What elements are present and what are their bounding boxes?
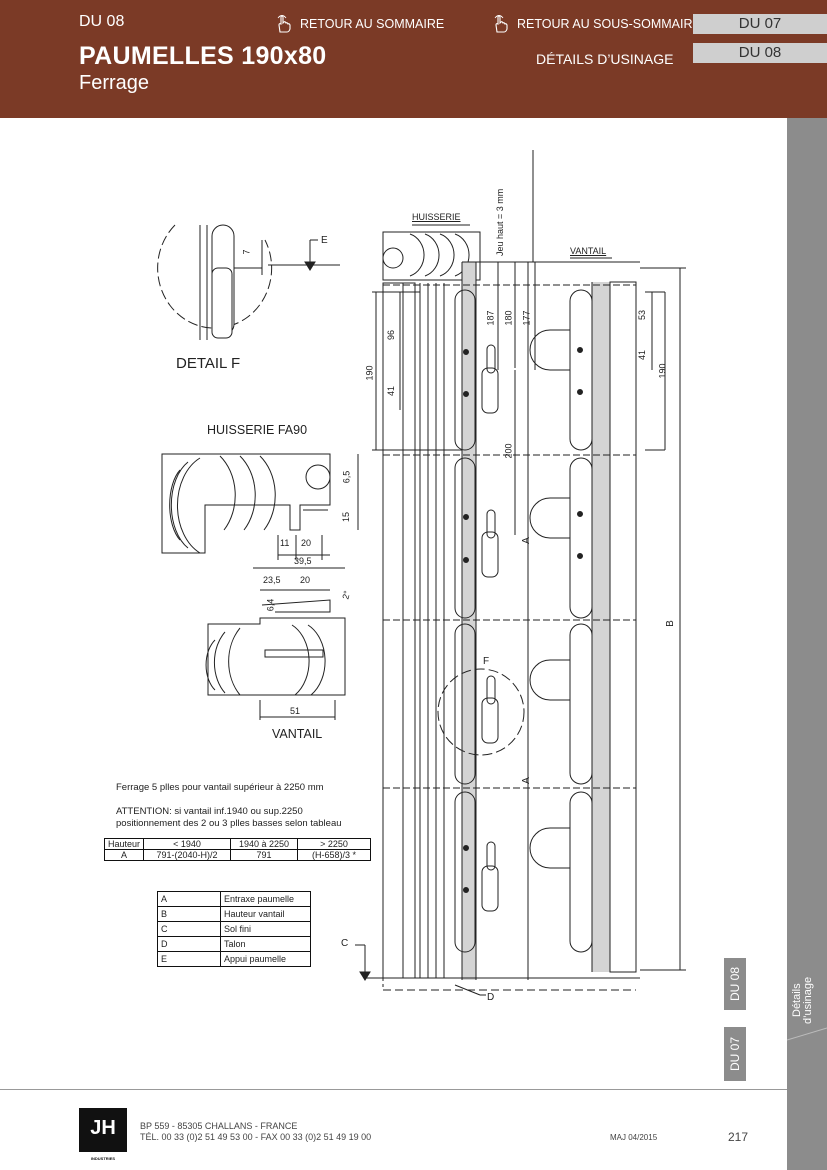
page-header: DU 08 PAUMELLES 190x80 Ferrage RETOUR AU…	[0, 0, 827, 118]
back-to-summary-label: RETOUR AU SOMMAIRE	[300, 17, 445, 31]
note-positionnement: positionnement des 2 ou 3 plles basses s…	[116, 818, 342, 829]
detail-f-title: DETAIL F	[176, 355, 241, 372]
table-cell: (H-658)/3 *	[297, 849, 372, 861]
right-sidebar	[787, 118, 827, 1170]
table-cell: > 2250	[297, 838, 372, 850]
dim-15: 15	[341, 511, 352, 523]
dim-190: 190	[364, 365, 375, 381]
update-date: MAJ 04/2015	[610, 1133, 658, 1142]
technical-drawing	[157, 150, 686, 996]
vantail-section-label: VANTAIL	[272, 727, 323, 741]
huisserie-top-label: HUISSERIE	[412, 212, 461, 222]
c-mark: C	[341, 938, 349, 949]
doc-code: DU 08	[79, 13, 125, 30]
hand-pointer-icon	[277, 15, 291, 33]
a-mark-1: A	[520, 537, 532, 544]
legend-value: Entraxe paumelle	[220, 891, 311, 907]
tab-du07[interactable]: DU 07	[693, 14, 827, 34]
dim-20: 20	[301, 538, 312, 548]
page-number: 217	[728, 1130, 749, 1144]
note-ferrage: Ferrage 5 plles pour vantail supérieur à…	[116, 782, 324, 793]
dim-20b: 20	[300, 575, 311, 585]
legend-value: Talon	[220, 936, 311, 952]
footer-divider	[0, 1089, 787, 1090]
vantail-top-label: VANTAIL	[570, 246, 607, 256]
sidebar-section-label: Détails d’usinage	[791, 976, 814, 1024]
e-mark: E	[321, 235, 328, 246]
dim-96: 96	[386, 329, 397, 341]
dim-39-5: 39,5	[294, 556, 312, 566]
f-mark: F	[483, 656, 490, 667]
hand-pointer-icon	[494, 15, 508, 33]
dim-41: 41	[386, 385, 397, 397]
dim-53: 53	[637, 309, 648, 321]
back-to-summary-link[interactable]: RETOUR AU SOMMAIRE	[274, 14, 444, 34]
height-table: Hauteur < 1940 1940 à 2250 > 2250 A 791-…	[103, 838, 372, 861]
d-mark: D	[487, 992, 495, 1003]
table-cell: 791-(2040-H)/2	[143, 849, 232, 861]
dim-200: 200	[503, 443, 514, 459]
a-mark-2: A	[520, 777, 532, 784]
jeu-haut-label: Jeu haut = 3 mm	[495, 188, 505, 256]
sidebar-divider	[787, 1027, 827, 1041]
table-cell: < 1940	[143, 838, 232, 850]
legend-value: Appui paumelle	[220, 951, 311, 967]
legend-key: E	[157, 951, 221, 967]
huisserie-fa90-label: HUISSERIE FA90	[207, 423, 308, 437]
dim-41b: 41	[637, 349, 648, 361]
legend-key: A	[157, 891, 221, 907]
dim-187: 187	[485, 310, 496, 326]
dim-23-5: 23,5	[263, 575, 281, 585]
dim-11: 11	[280, 538, 290, 548]
legend-value: Sol fini	[220, 921, 311, 937]
company-address: BP 559 - 85305 CHALLANS - FRANCE TÉL. 00…	[140, 1121, 372, 1142]
company-logo: JH INDUSTRIES	[79, 1108, 127, 1161]
legend-key: C	[157, 921, 221, 937]
section-details-label: DÉTAILS D’USINAGE	[536, 51, 674, 67]
dim-190b: 190	[657, 363, 668, 379]
page-subtitle: Ferrage	[79, 72, 150, 94]
table-cell: 1940 à 2250	[230, 838, 299, 850]
table-row: A 791-(2040-H)/2 791 (H-658)/3 *	[103, 849, 372, 861]
table-row: Hauteur < 1940 1940 à 2250 > 2250	[103, 838, 372, 850]
table-cell: A	[103, 849, 145, 861]
dim-51: 51	[290, 706, 301, 716]
dim-7: 7	[241, 249, 252, 255]
legend-key: D	[157, 936, 221, 952]
dim-6-5: 6,5	[341, 470, 352, 484]
dim-177: 177	[521, 310, 532, 326]
tab-du08[interactable]: DU 08	[693, 43, 827, 63]
dim-180: 180	[503, 310, 514, 326]
legend-key: B	[157, 906, 221, 922]
dim-6-4: 6,4	[265, 598, 276, 612]
table-cell: Hauteur	[103, 838, 145, 850]
legend-value: Hauteur vantail	[220, 906, 311, 922]
back-to-subsummary-label: RETOUR AU SOUS-SOMMAIRE	[517, 17, 701, 31]
b-mark: B	[664, 620, 676, 627]
table-cell: 791	[230, 849, 299, 861]
back-to-subsummary-link[interactable]: RETOUR AU SOUS-SOMMAIRE	[491, 14, 701, 34]
page-title: PAUMELLES 190x80	[79, 42, 327, 70]
note-attention: ATTENTION: si vantail inf.1940 ou sup.22…	[116, 806, 303, 817]
